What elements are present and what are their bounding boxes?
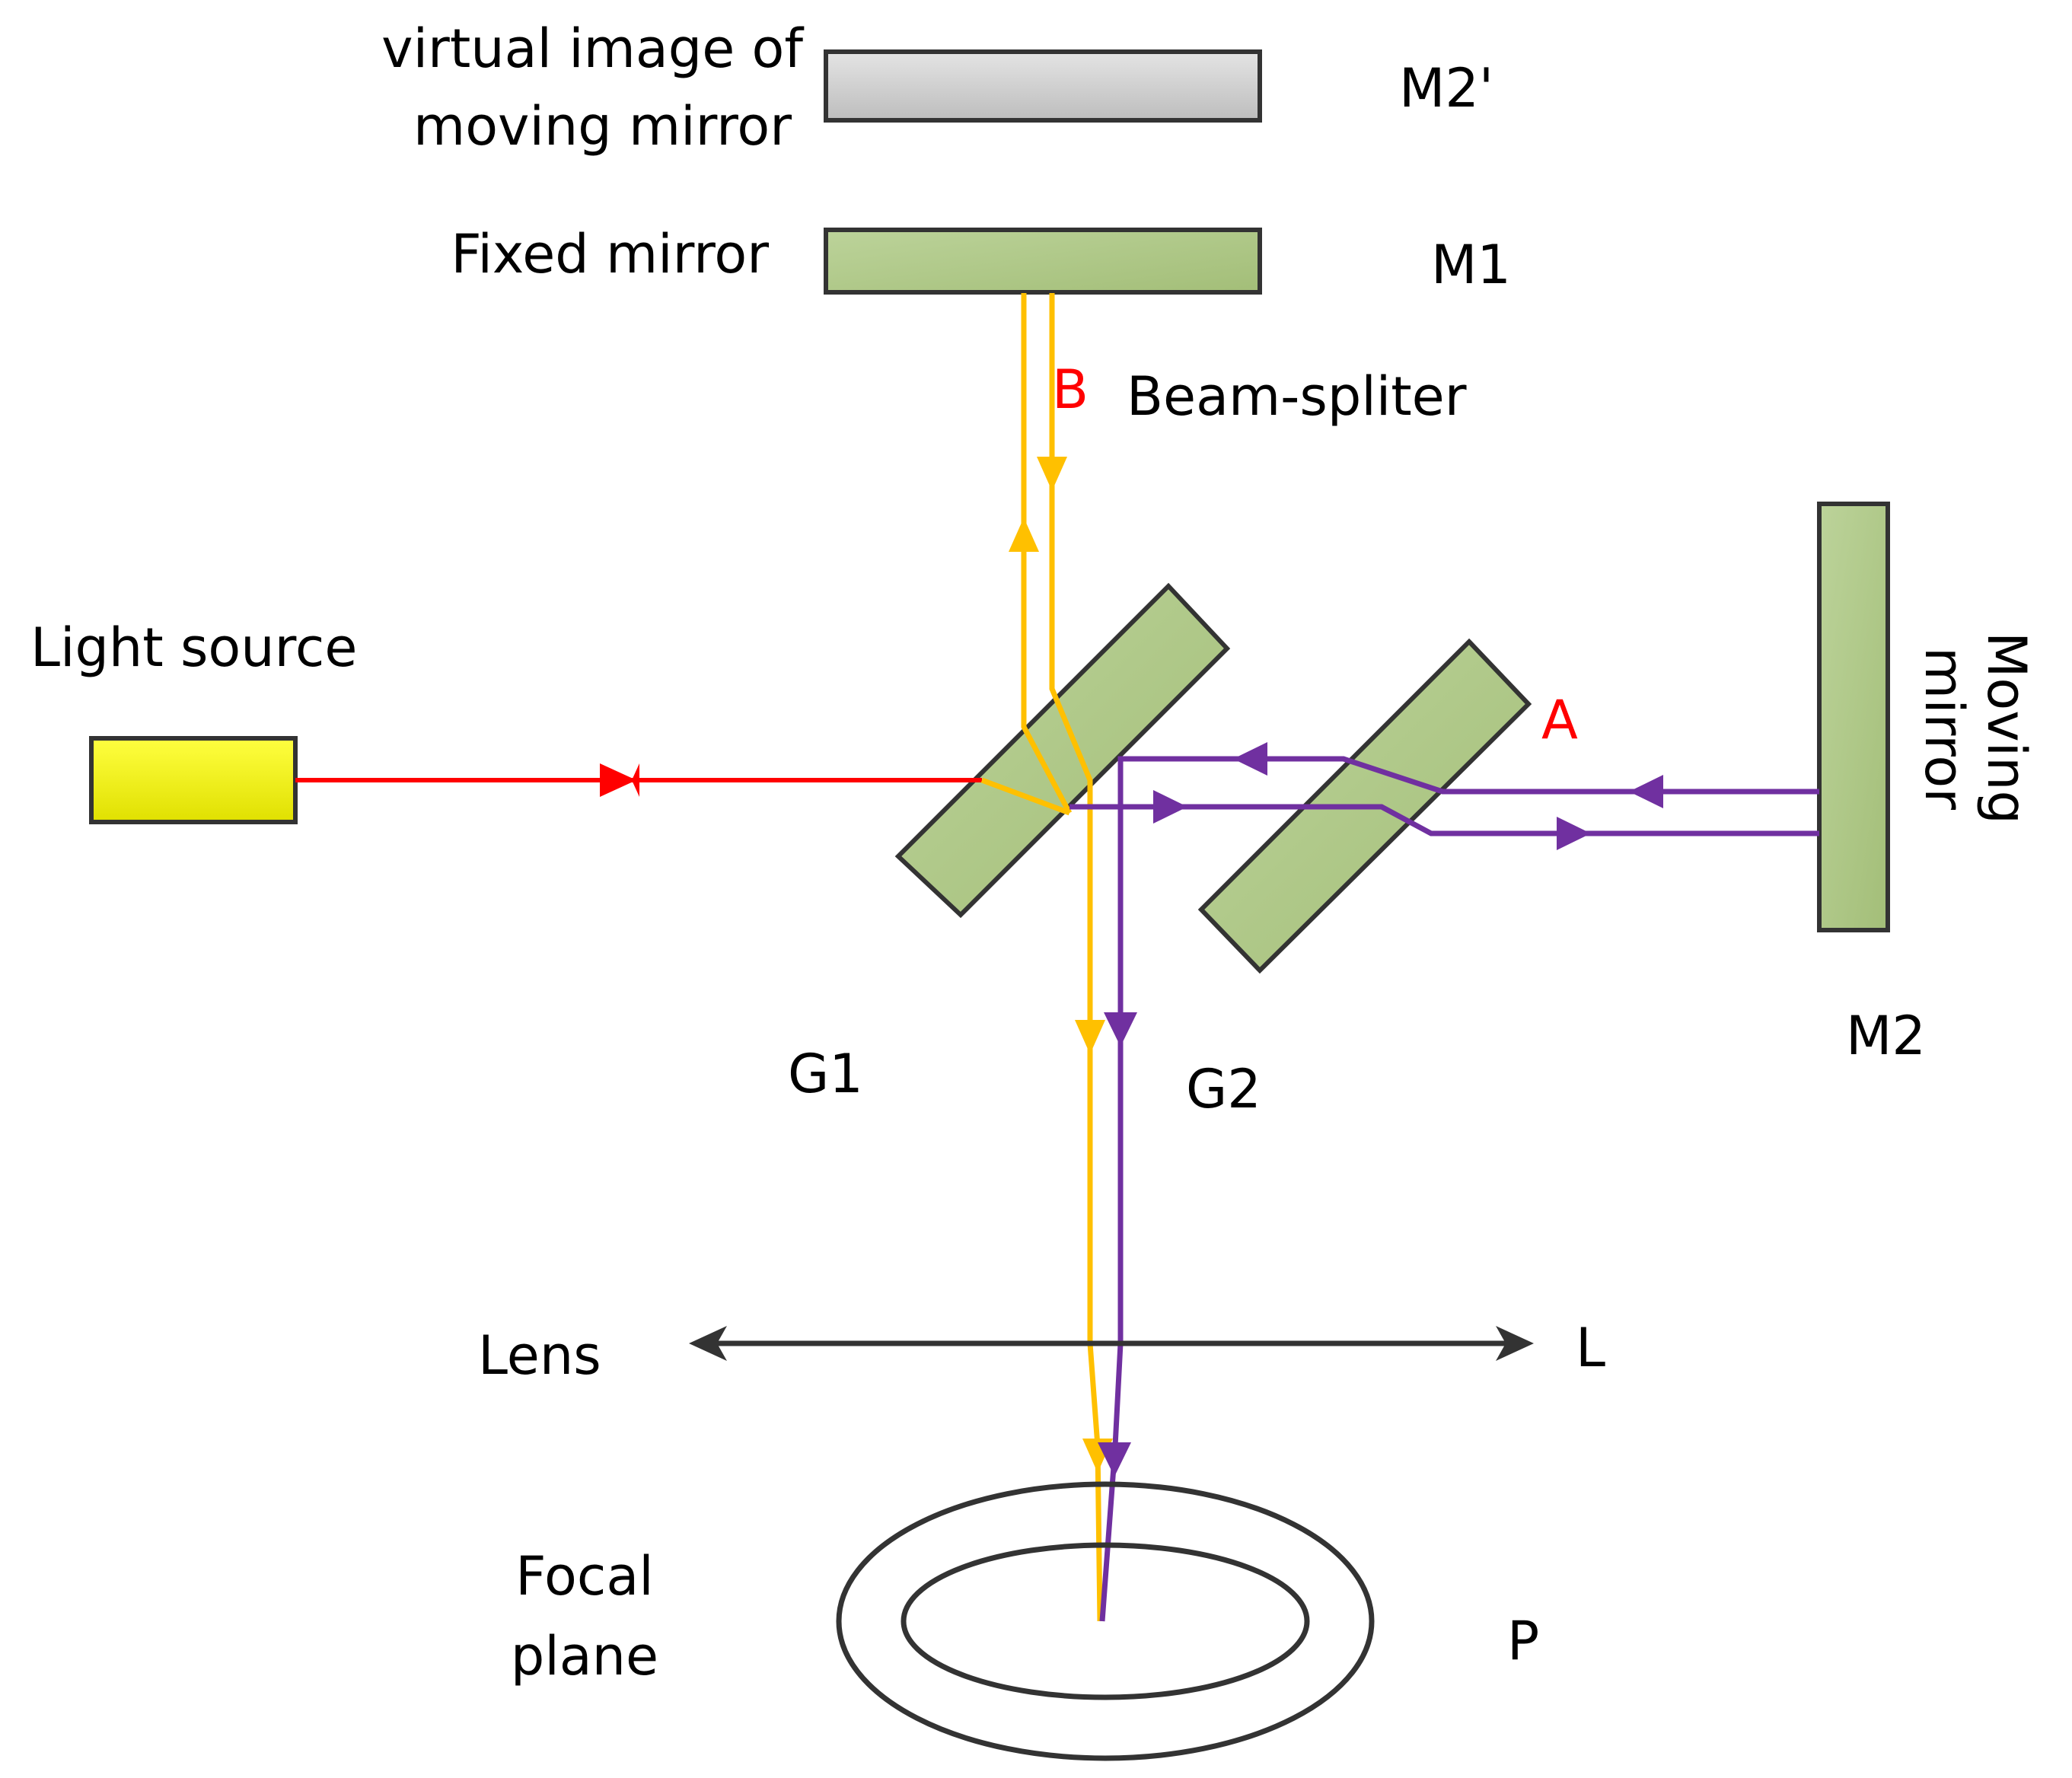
red-beam-arrowhead — [600, 763, 636, 797]
beam-splitter-plate-g1 — [894, 582, 1231, 919]
label-focal-plane-line2: plane — [511, 1625, 658, 1687]
purple-arrow-down-bottom — [1098, 1442, 1131, 1477]
fringe-ring-inner — [901, 1542, 1310, 1700]
label-m2-prime: M2' — [1399, 57, 1493, 119]
label-virtual-image-line1: virtual image of — [381, 18, 804, 80]
yellow-arrow-down-mid — [1075, 1020, 1105, 1054]
fixed-mirror-m1 — [824, 228, 1262, 295]
label-p: P — [1507, 1610, 1539, 1672]
yellow-beam-up — [1021, 293, 1073, 814]
label-point-b: B — [1052, 358, 1089, 421]
yellow-arrow-down-top — [1037, 457, 1067, 491]
fringe-ring-outer — [836, 1481, 1375, 1761]
label-m2: M2 — [1846, 1005, 1926, 1067]
label-g1: G1 — [788, 1043, 863, 1105]
lens-arrow-left — [689, 1326, 727, 1361]
label-virtual-image-line2: moving mirror — [413, 95, 792, 158]
purple-arrow-left-1 — [1629, 775, 1663, 808]
light-source-box — [89, 736, 298, 824]
label-fixed-mirror: Fixed mirror — [451, 223, 769, 285]
yellow-beam-refraction — [980, 777, 1071, 816]
label-moving-mirror-line1: Moving — [1975, 632, 2038, 824]
label-point-a: A — [1541, 689, 1578, 751]
purple-beam-return — [1099, 756, 1819, 1622]
lens-arrow-right — [1496, 1326, 1534, 1361]
label-m1: M1 — [1431, 234, 1511, 296]
purple-arrow-right-2 — [1557, 817, 1591, 850]
purple-arrow-left-2 — [1233, 742, 1267, 776]
label-focal-plane-line1: Focal — [515, 1545, 653, 1608]
purple-arrow-down-mid — [1104, 1012, 1137, 1047]
label-lens: Lens — [478, 1324, 601, 1387]
moving-mirror-m2 — [1817, 502, 1890, 932]
virtual-mirror-m2-prime — [824, 49, 1262, 123]
purple-arrow-right-1 — [1153, 790, 1187, 824]
purple-beam-outgoing — [1069, 804, 1819, 836]
yellow-arrow-up — [1009, 518, 1039, 552]
label-moving-mirror-line2: mirror — [1913, 647, 1975, 810]
yellow-beam-down — [1049, 293, 1103, 1622]
label-beam-splitter: Beam-spliter — [1127, 365, 1467, 428]
label-l: L — [1576, 1317, 1605, 1379]
label-light-source: Light source — [30, 617, 357, 679]
label-g2: G2 — [1186, 1058, 1261, 1120]
